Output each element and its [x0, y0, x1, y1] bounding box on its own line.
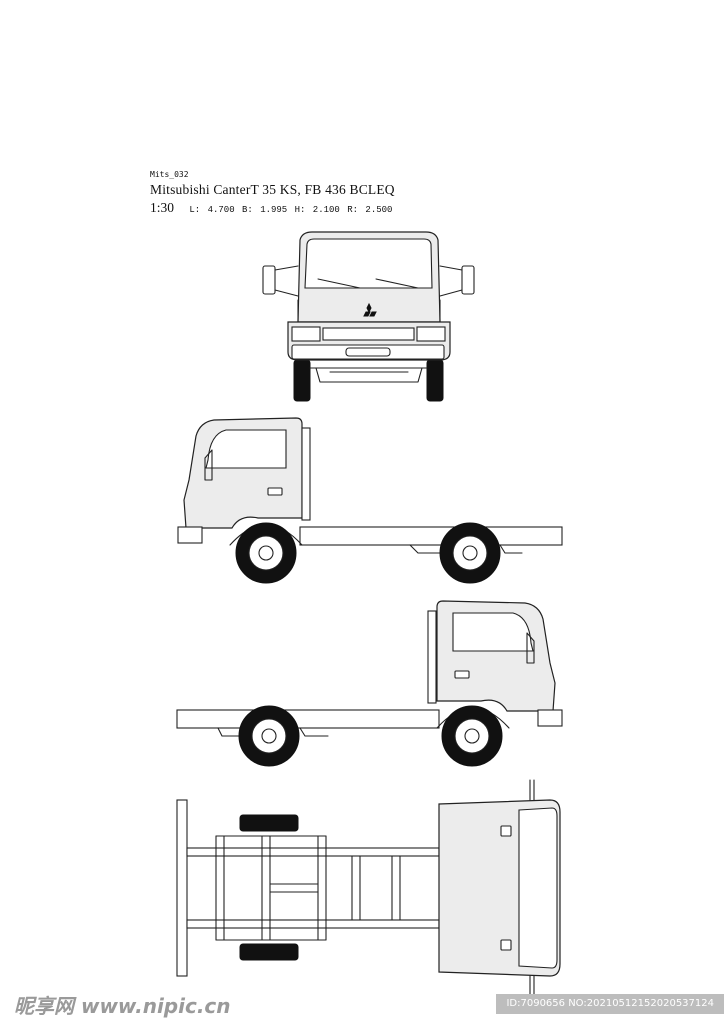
- side-right-exhaust: [427, 610, 437, 704]
- front-right-tyre: [426, 359, 444, 402]
- side-left-bumper: [177, 526, 203, 544]
- side-view-right: [176, 600, 563, 767]
- top-view: [176, 779, 561, 997]
- side-left-exhaust: [301, 427, 311, 521]
- top-frame-rail-upper: [186, 847, 440, 857]
- front-left-tyre: [293, 359, 311, 402]
- wipers: [317, 278, 419, 289]
- right-headlight: [416, 326, 446, 342]
- plate: [345, 347, 391, 357]
- side-right-window: [452, 612, 534, 652]
- top-mirrors: [529, 779, 535, 997]
- scale-line: 1:30 L: 4.700 B: 1.995 H: 2.100 R: 2.500: [150, 200, 392, 216]
- top-rear-tyre-lower: [239, 943, 299, 961]
- dimensions-text: L: 4.700 B: 1.995 H: 2.100 R: 2.500: [189, 205, 393, 215]
- left-headlight: [291, 326, 321, 342]
- front-view: [262, 231, 475, 402]
- side-left-window: [205, 429, 287, 469]
- side-right-mirror: [526, 632, 535, 664]
- top-frame-rail-lower: [186, 919, 440, 929]
- top-rear-tyre-upper: [239, 814, 299, 832]
- top-crossmembers: [215, 835, 401, 941]
- side-left-door-handle: [267, 487, 283, 496]
- left-mirror: [262, 265, 276, 295]
- side-left-chassis: [299, 526, 563, 546]
- drawing-title: Mitsubishi CanterT 35 KS, FB 436 BCLEQ: [150, 182, 395, 197]
- mitsubishi-logo: [363, 302, 377, 317]
- windshield: [304, 238, 433, 289]
- watermark-id: ID:7090656 NO:20210512152020537124: [496, 994, 724, 1014]
- side-right-chassis: [176, 709, 440, 729]
- side-left-mirror: [204, 449, 213, 481]
- side-view-left: [177, 417, 563, 584]
- top-windshield: [518, 807, 558, 969]
- side-right-bumper: [537, 709, 563, 727]
- grille: [322, 327, 415, 341]
- drawing-code: Mits_032: [150, 170, 189, 179]
- front-axle: [309, 367, 428, 383]
- side-right-door-handle: [454, 670, 470, 679]
- top-rear-crossmember: [176, 799, 188, 977]
- scale-ratio: 1:30: [150, 200, 175, 215]
- watermark-site: 昵享网 www.nipic.cn: [14, 994, 231, 1018]
- right-mirror: [461, 265, 475, 295]
